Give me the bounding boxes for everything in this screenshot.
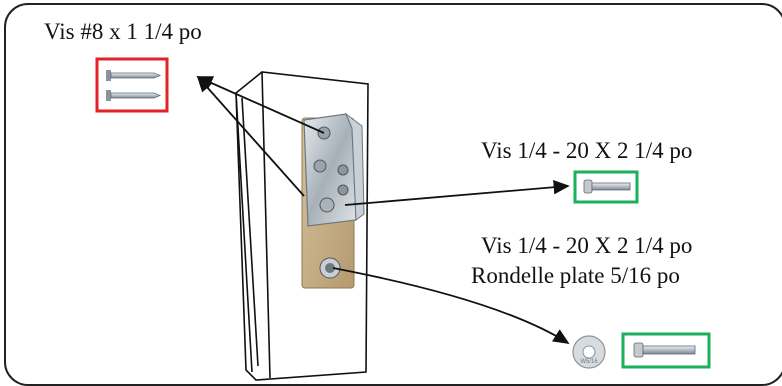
machine-bolt-icon xyxy=(633,342,696,358)
wood-screw-label: Vis #8 x 1 1/4 po xyxy=(44,19,202,44)
machine-bolt-icon xyxy=(583,179,631,194)
panel-outline xyxy=(235,71,369,381)
bolt-top-label: Vis 1/4 - 20 X 2 1/4 po xyxy=(481,138,693,163)
leader-lines xyxy=(196,75,570,344)
washer-stamp: W5/16 xyxy=(580,359,598,365)
wood-screw-icon xyxy=(106,70,162,101)
bolt-top-highlight xyxy=(573,170,639,204)
washer-label: Rondelle plate 5/16 po xyxy=(471,263,680,288)
corner-bracket-icon xyxy=(303,112,365,227)
diagram-frame xyxy=(4,3,782,386)
bolt-bottom-highlight xyxy=(621,332,711,369)
lower-bolt-head xyxy=(319,257,341,279)
wood-screw-highlight xyxy=(95,57,169,113)
bolt-bottom-label: Vis 1/4 - 20 X 2 1/4 po xyxy=(481,233,693,258)
flat-washer-icon: W5/16 xyxy=(572,335,606,369)
